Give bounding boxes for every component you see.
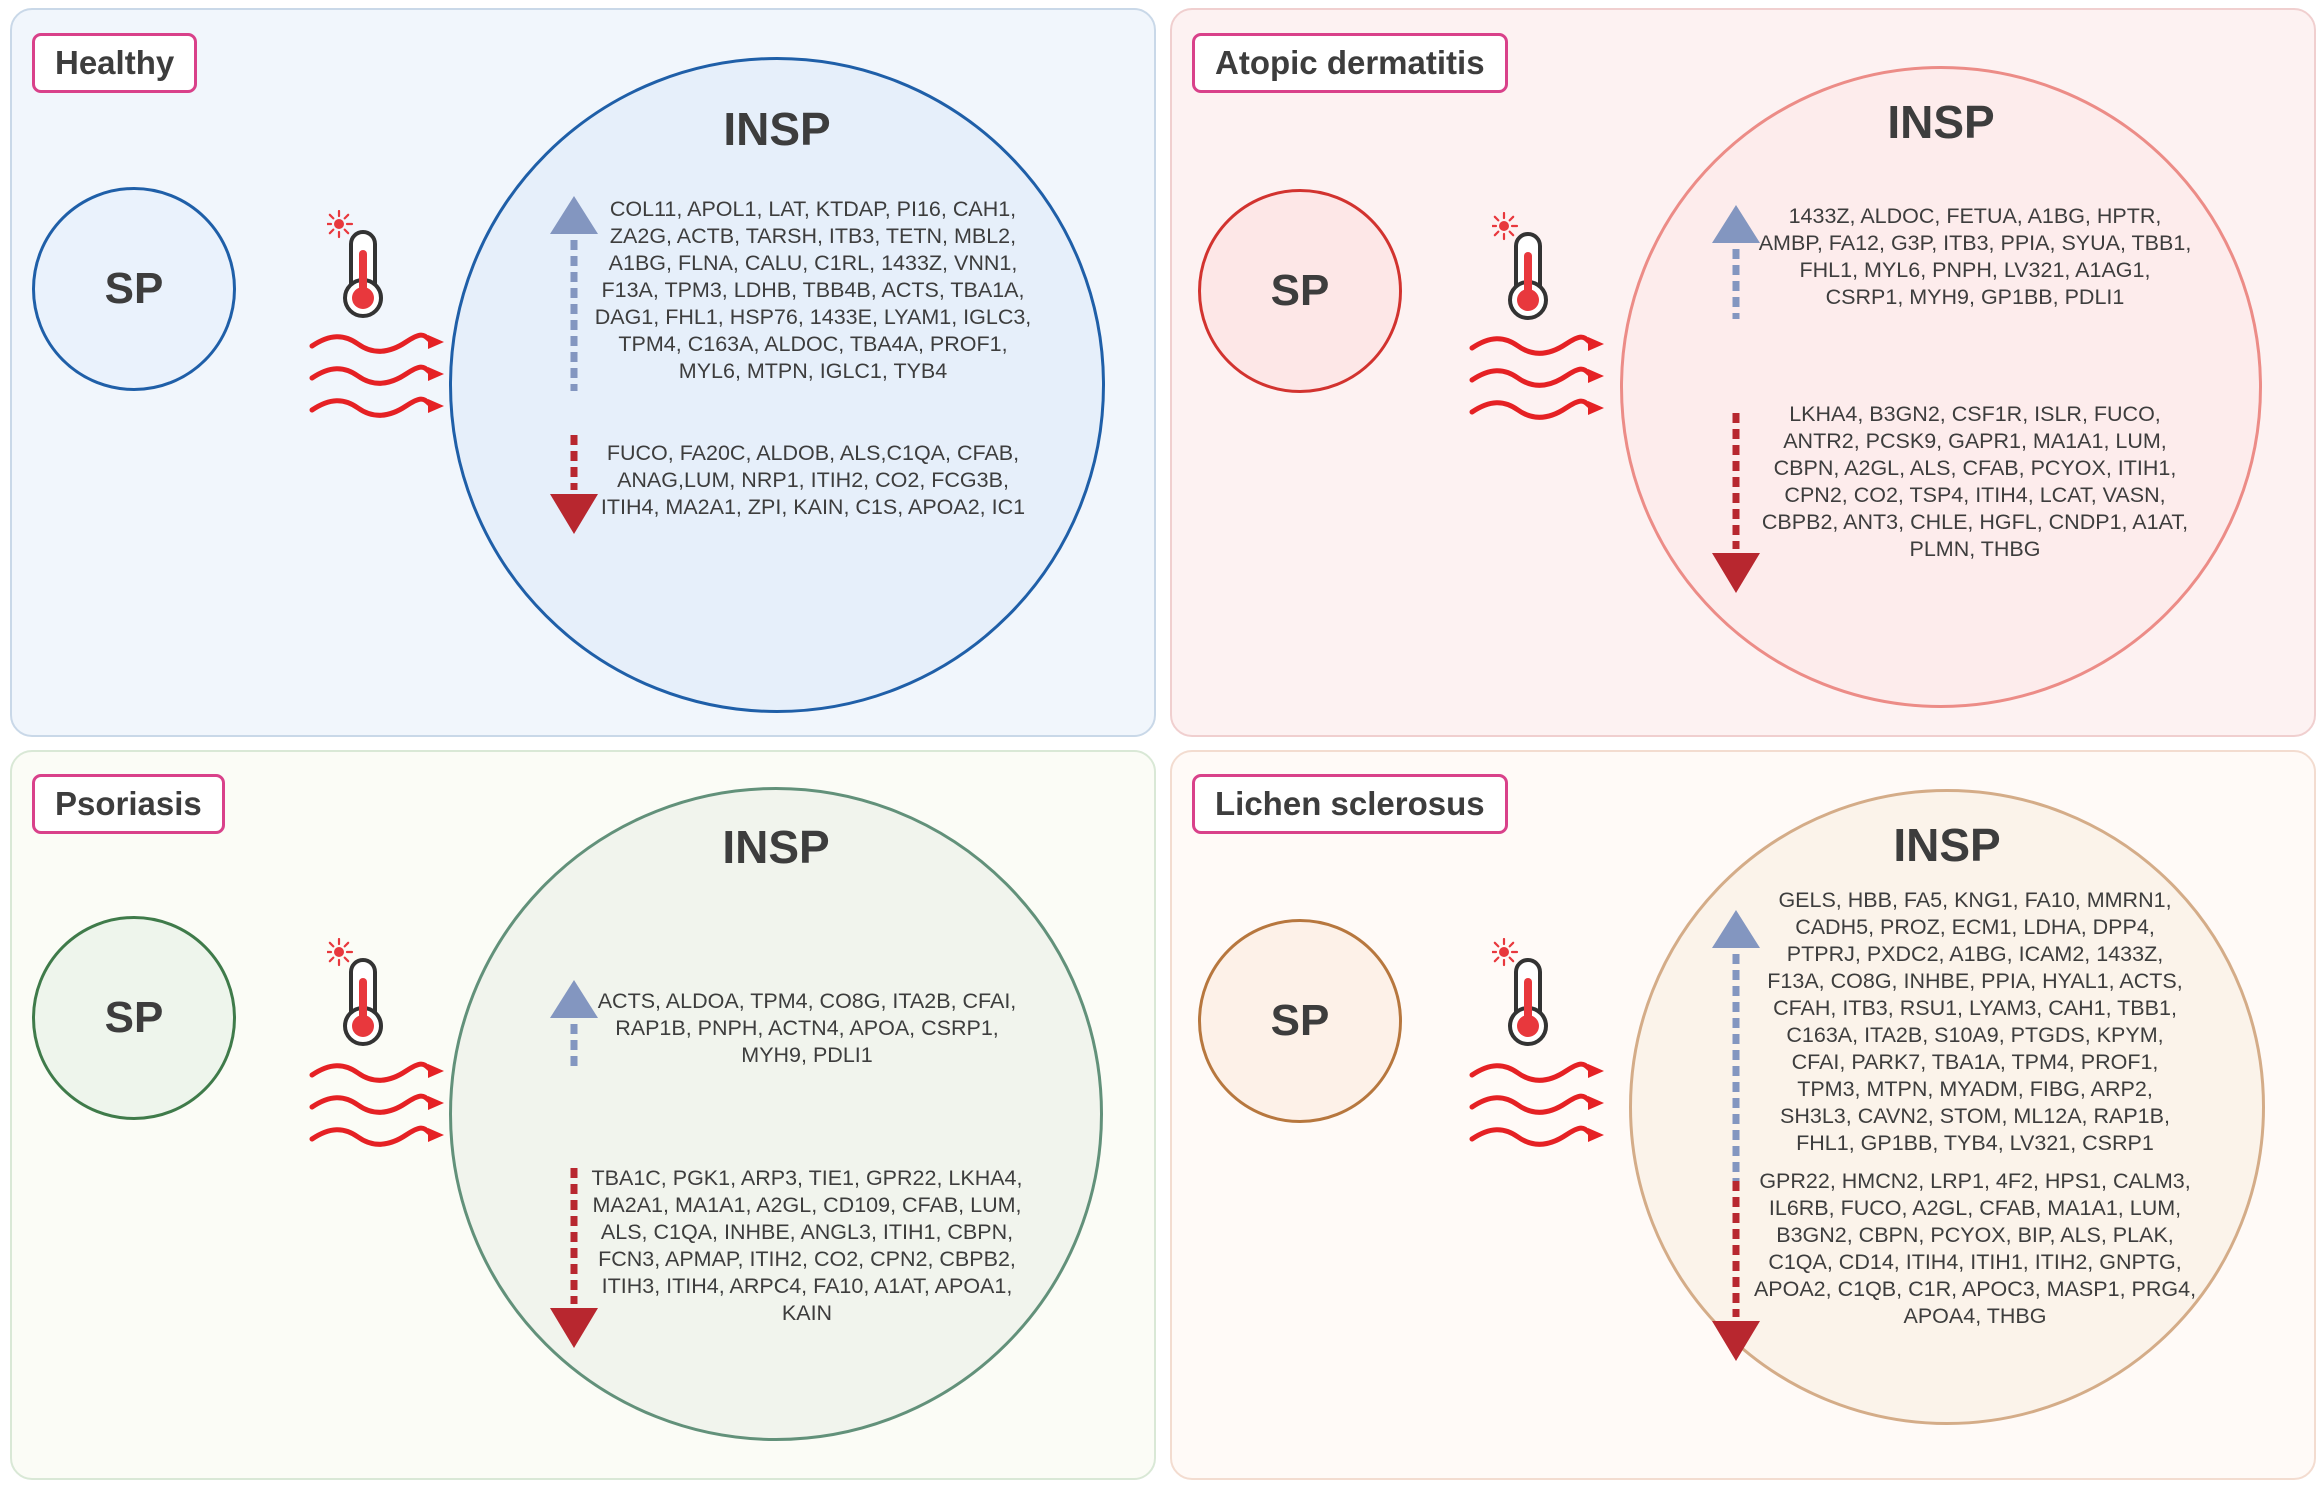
- sp-circle: SP: [32, 916, 236, 1120]
- protein-list-line: C163A, ITA2B, S10A9, PTGDS, KPYM,: [1786, 1023, 2164, 1047]
- protein-list-line: IL6RB, FUCO, A2GL, CFAB, MA1A1, LUM,: [1768, 1196, 2182, 1220]
- protein-list-line: MYH9, PDLI1: [741, 1043, 873, 1067]
- protein-list-line: CFAI, PARK7, TBA1A, TPM4, PROF1,: [1791, 1050, 2159, 1074]
- protein-list-line: ALS, C1QA, INHBE, ANGL3, ITIH1, CBPN,: [600, 1220, 1014, 1244]
- arrow-up-icon: [1712, 910, 1760, 1191]
- heat-waves-icon: [1468, 330, 1608, 431]
- arrow-down-icon: [550, 1168, 598, 1353]
- protein-list-line: F13A, CO8G, INHBE, PPIA, HYAL1, ACTS,: [1767, 969, 2183, 993]
- protein-list-line: TPM4, C163A, ALDOC, TBA4A, PROF1,: [618, 332, 1008, 356]
- heat-waves-icon: [308, 328, 448, 429]
- arrow-up-icon: [1712, 205, 1760, 324]
- downregulated-protein-list: GPR22, HMCN2, LRP1, 4F2, HPS1, CALM3, IL6…: [1750, 1168, 2200, 1330]
- protein-list-line: C1QA, CD14, ITIH4, ITIH1, ITIH2, GNPTG,: [1768, 1250, 2182, 1274]
- condition-label: Psoriasis: [32, 774, 225, 834]
- protein-list-line: ANAG,LUM, NRP1, ITIH2, CO2, FCG3B,: [617, 468, 1009, 492]
- panel-lichen-sclerosus: Lichen sclerosus SP INSP GELS, HBB, FA5,…: [1170, 750, 2316, 1480]
- protein-list-line: TPM3, MTPN, MYADM, FIBG, ARP2,: [1797, 1077, 2153, 1101]
- sp-circle: SP: [1198, 919, 1402, 1123]
- insp-title: INSP: [723, 103, 831, 155]
- protein-list-line: GPR22, HMCN2, LRP1, 4F2, HPS1, CALM3,: [1759, 1169, 2191, 1193]
- heat-waves-icon: [1468, 1057, 1608, 1158]
- sp-circle: SP: [32, 187, 236, 391]
- protein-list-line: RAP1B, PNPH, ACTN4, APOA, CSRP1,: [615, 1016, 999, 1040]
- downregulated-protein-list: TBA1C, PGK1, ARP3, TIE1, GPR22, LKHA4, MA…: [578, 1165, 1036, 1327]
- condition-label: Atopic dermatitis: [1192, 33, 1508, 93]
- condition-label: Lichen sclerosus: [1192, 774, 1508, 834]
- panel-psoriasis: Psoriasis SP INSP ACTS, ALDOA, TPM4, CO8…: [10, 750, 1156, 1480]
- protein-list-line: F13A, TPM3, LDHB, TBB4B, ACTS, TBA1A,: [601, 278, 1025, 302]
- arrow-up-icon: [550, 980, 598, 1072]
- protein-list-line: ITIH4, MA2A1, ZPI, KAIN, C1S, APOA2, IC1: [600, 495, 1026, 519]
- protein-list-line: KAIN: [781, 1301, 833, 1325]
- protein-list-line: GELS, HBB, FA5, KNG1, FA10, MMRN1,: [1778, 888, 2172, 912]
- panel-atopic-dermatitis: Atopic dermatitis SP INSP 1433Z, ALDOC, …: [1170, 8, 2316, 737]
- insp-circle: INSP: [449, 787, 1103, 1441]
- protein-list-line: CSRP1, MYH9, GP1BB, PDLI1: [1825, 285, 2125, 309]
- protein-list-line: TBA1C, PGK1, ARP3, TIE1, GPR22, LKHA4,: [591, 1166, 1023, 1190]
- heat-waves-icon: [308, 1057, 448, 1158]
- protein-list-line: CADH5, PROZ, ECM1, LDHA, DPP4,: [1795, 915, 2155, 939]
- thermometer-sun-icon: [1489, 937, 1556, 1055]
- protein-list-line: AMBP, FA12, G3P, ITB3, PPIA, SYUA, TBB1,: [1758, 231, 2192, 255]
- protein-list-line: FHL1, GP1BB, TYB4, LV321, CSRP1: [1796, 1131, 2154, 1155]
- insp-title: INSP: [722, 821, 830, 873]
- protein-list-line: MA2A1, MA1A1, A2GL, CD109, CFAB, LUM,: [592, 1193, 1022, 1217]
- thermometer-sun-icon: [324, 937, 391, 1055]
- panel-healthy: Healthy SP INSP COL11, APOL1, LAT, KTDAP…: [10, 8, 1156, 737]
- protein-list-line: ZA2G, ACTB, TARSH, ITB3, TETN, MBL2,: [609, 224, 1017, 248]
- arrow-down-icon: [1712, 413, 1760, 598]
- protein-list-line: CFAH, ITB3, RSU1, LYAM3, CAH1, TBB1,: [1773, 996, 2177, 1020]
- protein-list-line: CBPN, A2GL, ALS, CFAB, PCYOX, ITIH1,: [1773, 456, 2177, 480]
- upregulated-protein-list: COL11, APOL1, LAT, KTDAP, PI16, CAH1, ZA2…: [578, 196, 1048, 385]
- arrow-down-icon: [1712, 1181, 1760, 1366]
- protein-list-line: ITIH3, ITIH4, ARPC4, FA10, A1AT, APOA1,: [601, 1274, 1013, 1298]
- insp-title: INSP: [1893, 819, 2001, 871]
- sp-circle: SP: [1198, 189, 1402, 393]
- downregulated-protein-list: LKHA4, B3GN2, CSF1R, ISLR, FUCO, ANTR2, P…: [1750, 401, 2200, 563]
- protein-list-line: CBPB2, ANT3, CHLE, HGFL, CNDP1, A1AT,: [1761, 510, 2189, 534]
- protein-list-line: MYL6, MTPN, IGLC1, TYB4: [678, 359, 948, 383]
- sp-label: SP: [104, 264, 164, 313]
- protein-list-line: SH3L3, CAVN2, STOM, ML12A, RAP1B,: [1780, 1104, 2170, 1128]
- protein-list-line: 1433Z, ALDOC, FETUA, A1BG, HPTR,: [1788, 204, 2162, 228]
- arrow-down-icon: [550, 435, 598, 539]
- sp-label: SP: [104, 993, 164, 1042]
- protein-list-line: ACTS, ALDOA, TPM4, CO8G, ITA2B, CFAI,: [597, 989, 1017, 1013]
- condition-label: Healthy: [32, 33, 198, 93]
- protein-list-line: CPN2, CO2, TSP4, ITIH4, LCAT, VASN,: [1784, 483, 2166, 507]
- protein-list-line: FCN3, APMAP, ITIH2, CO2, CPN2, CBPB2,: [598, 1247, 1016, 1271]
- protein-list-line: FUCO, FA20C, ALDOB, ALS,C1QA, CFAB,: [606, 441, 1020, 465]
- thermometer-sun-icon: [1489, 211, 1556, 329]
- upregulated-protein-list: ACTS, ALDOA, TPM4, CO8G, ITA2B, CFAI, RAP…: [578, 988, 1036, 1069]
- protein-list-line: PTPRJ, PXDC2, A1BG, ICAM2, 1433Z,: [1786, 942, 2164, 966]
- protein-list-line: DAG1, FHL1, HSP76, 1433E, LYAM1, IGLC3,: [594, 305, 1032, 329]
- insp-circle: INSP: [449, 57, 1105, 713]
- sp-label: SP: [1270, 996, 1330, 1045]
- protein-list-line: ANTR2, PCSK9, GAPR1, MA1A1, LUM,: [1783, 429, 2167, 453]
- upregulated-protein-list: GELS, HBB, FA5, KNG1, FA10, MMRN1, CADH5,…: [1750, 887, 2200, 1157]
- insp-circle: INSP: [1620, 66, 2262, 708]
- protein-list-line: APOA4, THBG: [1903, 1304, 2047, 1328]
- thermometer-sun-icon: [324, 209, 391, 327]
- downregulated-protein-list: FUCO, FA20C, ALDOB, ALS,C1QA, CFAB, ANAG,…: [578, 440, 1048, 521]
- protein-list-line: A1BG, FLNA, CALU, C1RL, 1433Z, VNN1,: [608, 251, 1018, 275]
- arrow-up-icon: [550, 196, 598, 396]
- protein-list-line: COL11, APOL1, LAT, KTDAP, PI16, CAH1,: [609, 197, 1017, 221]
- insp-title: INSP: [1887, 96, 1995, 148]
- sp-label: SP: [1270, 266, 1330, 315]
- protein-list-line: PLMN, THBG: [1909, 537, 2041, 561]
- protein-list-line: FHL1, MYL6, PNPH, LV321, A1AG1,: [1799, 258, 2151, 282]
- protein-list-line: APOA2, C1QB, C1R, APOC3, MASP1, PRG4,: [1753, 1277, 2197, 1301]
- upregulated-protein-list: 1433Z, ALDOC, FETUA, A1BG, HPTR, AMBP, FA…: [1750, 203, 2200, 311]
- protein-list-line: LKHA4, B3GN2, CSF1R, ISLR, FUCO,: [1789, 402, 2161, 426]
- protein-list-line: B3GN2, CBPN, PCYOX, BIP, ALS, PLAK,: [1776, 1223, 2174, 1247]
